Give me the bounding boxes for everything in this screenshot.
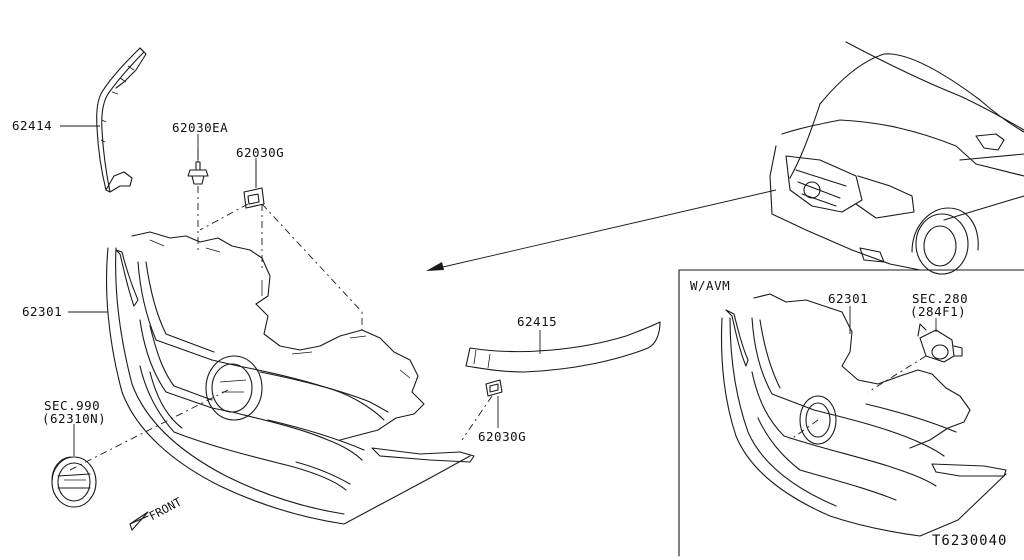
diagram-code: T6230040	[932, 533, 1008, 549]
section-label-280: SEC.280	[912, 291, 969, 306]
inset-part-label-62301: 62301	[828, 291, 869, 306]
grille-62301-drawing	[105, 231, 475, 525]
part-label-62030ea: 62030EA	[172, 120, 229, 135]
emblem-62310n-drawing	[51, 456, 97, 508]
avm-inset-box	[678, 269, 1024, 557]
camera-284f1-drawing	[917, 323, 963, 363]
assembly-lines	[69, 186, 493, 471]
part-label-62301: 62301	[22, 304, 63, 319]
inset-grille-drawing	[720, 293, 1007, 537]
part-label-62030g-bottom: 62030G	[478, 429, 527, 444]
vehicle-sketch	[769, 41, 1024, 275]
molding-62414-drawing	[96, 47, 147, 193]
clip-62030g-top-drawing	[243, 160, 265, 209]
section-sublabel-62310n: (62310N)	[42, 411, 107, 426]
molding-62415-drawing	[465, 321, 661, 373]
inset-title: W/AVM	[690, 278, 731, 293]
part-label-62415: 62415	[517, 314, 558, 329]
front-arrow-drawing	[129, 511, 149, 531]
reference-arrow	[426, 189, 777, 271]
clip-62030g-bottom-drawing	[485, 379, 503, 397]
leader-lines	[60, 125, 937, 456]
part-label-62030g-top: 62030G	[236, 145, 285, 160]
section-label-990: SEC.990	[44, 398, 101, 413]
part-label-62414: 62414	[12, 118, 53, 133]
section-sublabel-284f1: (284F1)	[910, 304, 967, 319]
